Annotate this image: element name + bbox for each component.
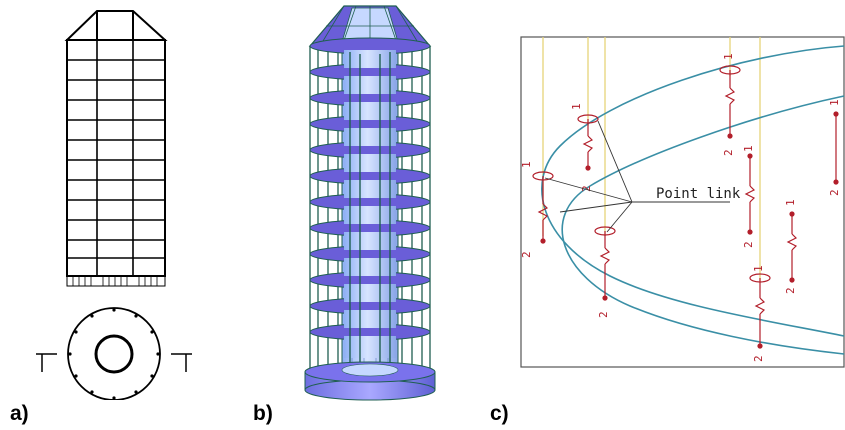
spring-links	[532, 65, 839, 349]
spring-number: 1	[742, 145, 755, 152]
spring-5	[744, 153, 756, 235]
section-marker-right	[171, 353, 192, 372]
spring-number: 2	[580, 185, 593, 192]
spring-number: 2	[752, 355, 765, 362]
base-strip	[66, 275, 166, 287]
section-marker-left	[36, 353, 57, 372]
spring-number: 2	[784, 287, 797, 294]
spring-number: 2	[597, 311, 610, 318]
spring-6	[786, 211, 798, 283]
spring-number: 1	[784, 199, 797, 206]
panel-c-drawing: 1 2 1 2 2 1 2 1 2 1 2 1 2 1 2 Point link	[520, 36, 845, 368]
outer-ring	[67, 307, 161, 400]
point-link-label: Point link	[656, 186, 741, 202]
spring-number: 1	[570, 103, 583, 110]
floor-lines	[67, 59, 165, 259]
core-ring	[94, 334, 134, 374]
front-columns	[349, 52, 391, 382]
spring-number: 2	[742, 241, 755, 248]
panel-label-c: c)	[490, 402, 509, 425]
spring-number: 1	[520, 161, 533, 168]
column-dots	[68, 308, 160, 400]
panel-label-b: b)	[253, 402, 273, 425]
core-segments	[344, 50, 396, 358]
spring-7	[749, 273, 771, 349]
spring-number: 2	[520, 251, 533, 258]
panel-label-a: a)	[10, 402, 29, 425]
floor-slabs	[309, 37, 431, 341]
panel-a-drawing	[36, 10, 192, 400]
spring-number: 1	[752, 265, 765, 272]
spring-number: 2	[722, 149, 735, 156]
spring-1	[532, 171, 554, 244]
base-disk	[304, 361, 436, 401]
spring-number: 2	[828, 189, 841, 196]
elevation-view	[64, 10, 168, 287]
spring-numbers: 1 2 1 2 2 1 2 1 2 1 2 1 2 1 2	[520, 53, 841, 362]
roof-cone	[308, 5, 432, 47]
annotation-leaders	[544, 120, 730, 233]
spring-number: 1	[722, 53, 735, 60]
plan-view	[36, 307, 192, 400]
spring-3	[594, 226, 616, 301]
spring-2	[577, 114, 599, 171]
spring-number: 1	[828, 99, 841, 106]
spring-8	[833, 111, 839, 185]
panel-b-drawing	[304, 5, 436, 401]
roof-outline	[64, 10, 168, 41]
spring-4	[719, 65, 741, 139]
